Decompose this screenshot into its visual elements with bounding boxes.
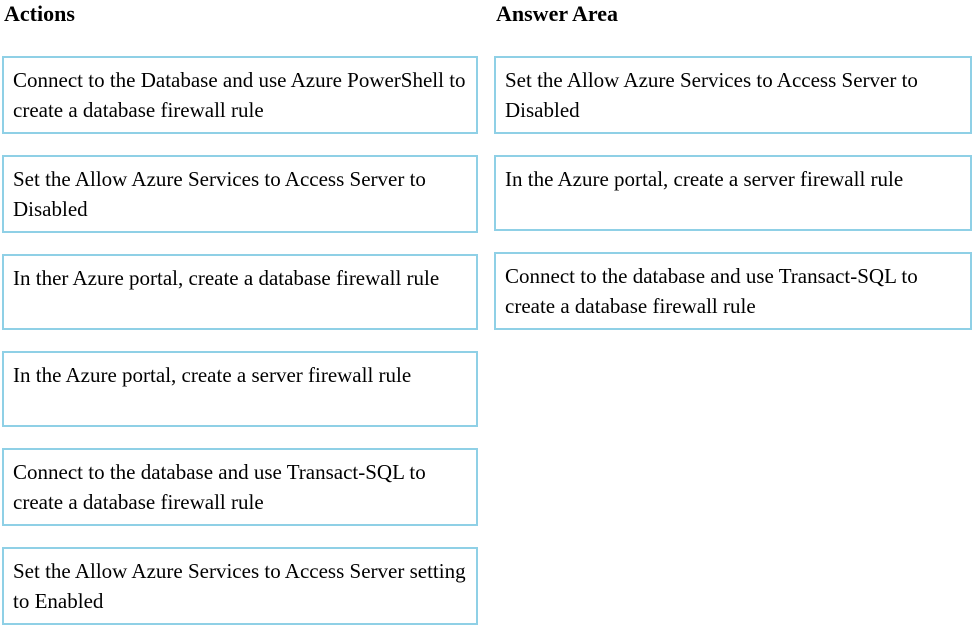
action-item-connect-transact-sql[interactable]: Connect to the database and use Transact… [2,448,478,526]
answer-area-column: Answer Area Set the Allow Azure Services… [494,0,972,351]
answer-slot-2[interactable]: In the Azure portal, create a server fir… [494,155,972,231]
action-item-connect-powershell[interactable]: Connect to the Database and use Azure Po… [2,56,478,134]
action-item-portal-server-firewall-rule[interactable]: In the Azure portal, create a server fir… [2,351,478,427]
action-item-allow-services-disabled[interactable]: Set the Allow Azure Services to Access S… [2,155,478,233]
answer-slot-3[interactable]: Connect to the database and use Transact… [494,252,972,330]
actions-column: Actions Connect to the Database and use … [2,0,478,632]
action-item-portal-database-firewall-rule[interactable]: In ther Azure portal, create a database … [2,254,478,330]
actions-column-title: Actions [4,1,75,26]
action-item-allow-services-enabled[interactable]: Set the Allow Azure Services to Access S… [2,547,478,625]
answer-slot-1[interactable]: Set the Allow Azure Services to Access S… [494,56,972,134]
answer-area-column-title: Answer Area [496,1,619,26]
